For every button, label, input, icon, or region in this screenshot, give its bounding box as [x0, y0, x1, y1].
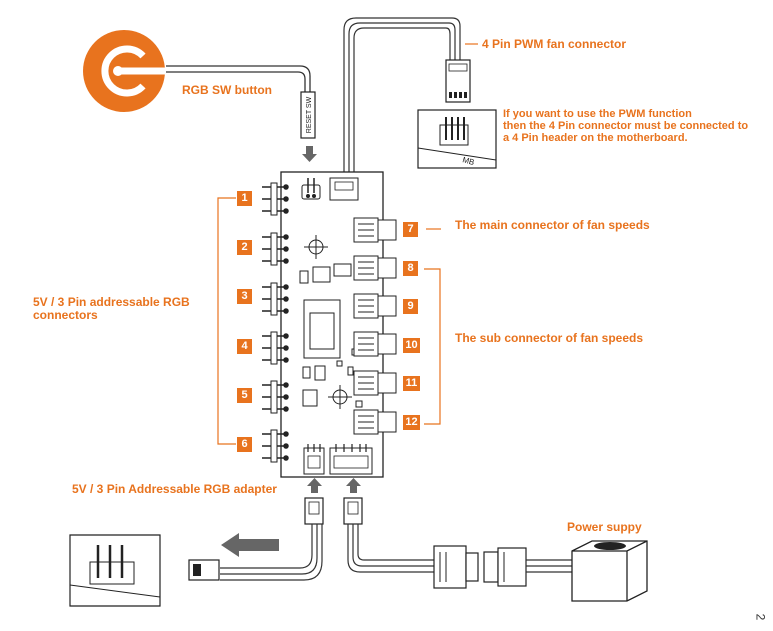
fan-headers: [353, 217, 397, 435]
fan-port-badge: 8: [403, 261, 418, 276]
main-connector-label: The main connector of fan speeds: [455, 218, 650, 232]
sw-cable: [166, 65, 311, 92]
rgb-connectors-label-line1: 5V / 3 Pin addressable RGB: [33, 295, 190, 309]
reset-sw-connector: RESET SW: [300, 91, 316, 139]
reset-sw-text: RESET SW: [306, 96, 313, 133]
rgb-port-badge: 4: [237, 339, 252, 354]
power-supply-box: [571, 540, 648, 602]
rgb-port-badge: 2: [237, 240, 252, 255]
power-supply-label: Power suppy: [567, 520, 642, 534]
power-cable: [343, 497, 572, 589]
rgb-connectors-label-line2: connectors: [33, 308, 98, 322]
rgb-bracket: [217, 197, 236, 445]
fan-port-badge: 11: [403, 376, 420, 391]
adapter-arrows: [307, 478, 361, 493]
page-number: 2: [753, 613, 768, 621]
fan-port-badge: 7: [403, 222, 418, 237]
rgb-sw-button-label: RGB SW button: [182, 83, 272, 97]
rgb-port-badge: 5: [237, 388, 252, 403]
pwm-note-line2: then the 4 Pin connector must be connect…: [503, 120, 749, 132]
mb-text: MB: [461, 155, 475, 167]
pwm-note-line1: If you want to use the PWM function: [503, 108, 692, 120]
sub-connector-label: The sub connector of fan speeds: [455, 331, 644, 345]
rgb-adapter-label: 5V / 3 Pin Addressable RGB adapter: [72, 482, 277, 496]
pwm-connector-label: 4 Pin PWM fan connector: [482, 37, 627, 51]
sw-arrow: [302, 146, 317, 162]
rgb-header-illustration: [69, 534, 161, 607]
motherboard-header: MB: [417, 109, 497, 169]
rgb-port-badge: 3: [237, 289, 252, 304]
rgb-headers: [262, 182, 289, 463]
fan-port-badge: 12: [403, 415, 420, 430]
left-arrow: [221, 533, 279, 557]
fan-port-badge: 10: [403, 338, 420, 353]
pwm-cable: [343, 17, 461, 172]
rgb-port-badge: 6: [237, 437, 252, 452]
brand-logo: [83, 30, 170, 112]
rgb-adapter-cable: [188, 497, 324, 581]
rgb-port-badge: 1: [237, 191, 252, 206]
fan-port-badge: 9: [403, 299, 418, 314]
pwm-connector: [445, 59, 471, 103]
sub-fan-bracket: [424, 228, 441, 425]
pwm-note-line3: a 4 Pin header on the motherboard.: [503, 132, 688, 144]
